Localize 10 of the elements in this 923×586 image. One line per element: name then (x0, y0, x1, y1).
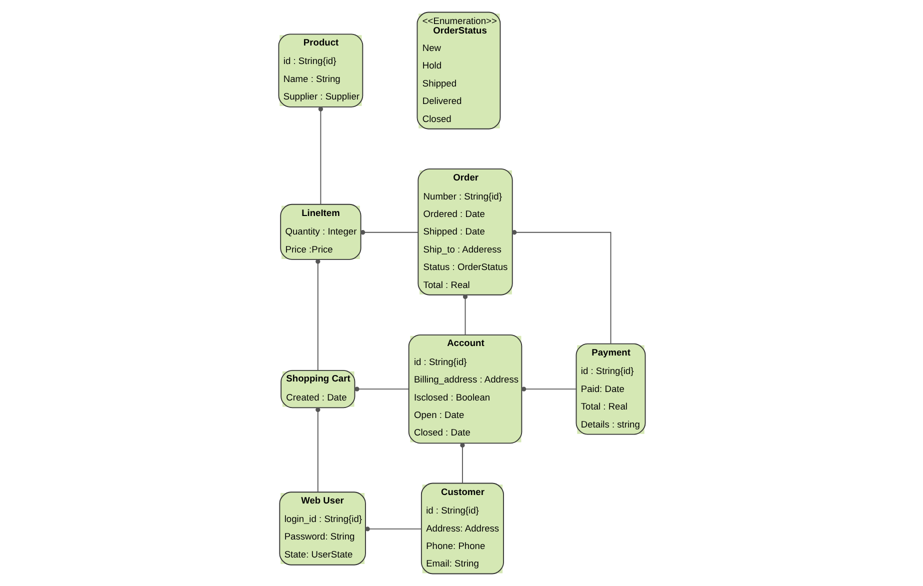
connector (364, 526, 422, 532)
connector (520, 386, 576, 392)
connector (315, 259, 320, 370)
connector (315, 407, 320, 492)
connector (460, 442, 464, 484)
connector (354, 386, 409, 392)
connector (360, 230, 418, 235)
connector (318, 106, 323, 205)
connector (512, 230, 611, 344)
connector (462, 294, 468, 336)
